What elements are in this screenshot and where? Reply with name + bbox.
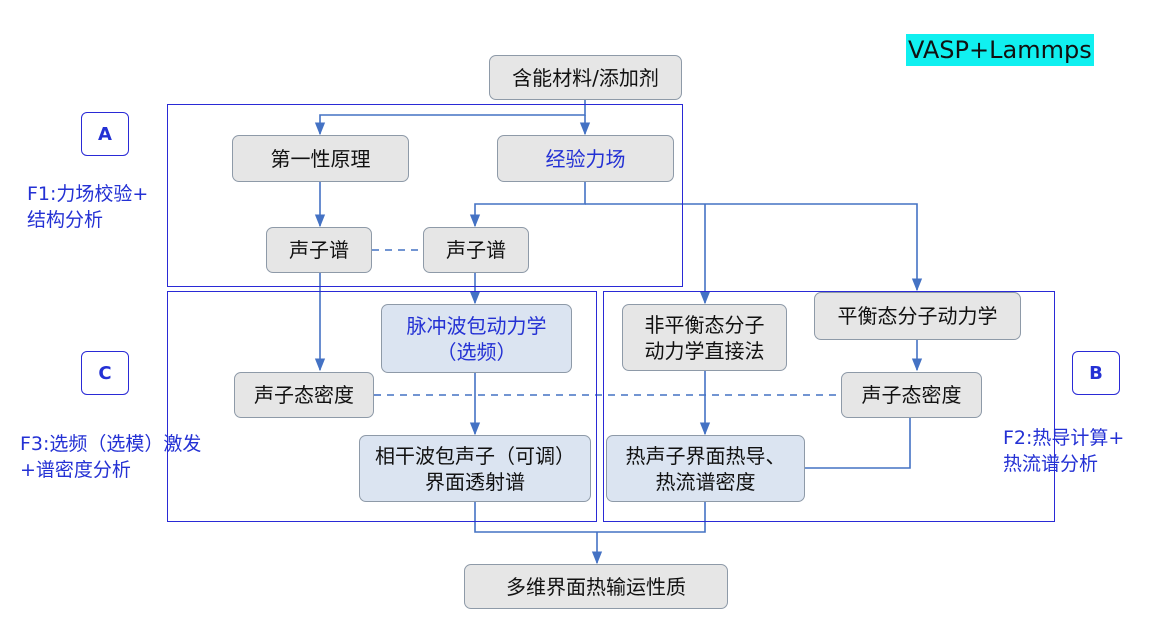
- node-phonon-dos-right: 声子态密度: [841, 372, 982, 418]
- section-c-tag: C: [81, 351, 129, 395]
- arrow-to-first-principles: [314, 100, 586, 136]
- section-b-frame: [603, 291, 1055, 522]
- node-pulse-wavepacket: 脉冲波包动力学 （选频）: [381, 304, 572, 373]
- node-phonon-spectrum-right: 声子谱: [423, 227, 529, 273]
- node-phonon-dos-left: 声子态密度: [234, 372, 374, 418]
- section-a-frame: [167, 104, 683, 287]
- node-output-properties: 多维界面热输运性质: [464, 564, 728, 609]
- node-energetic-materials: 含能材料/添加剂: [489, 55, 682, 100]
- note-f2: F2:热导计算+ 热流谱分析: [1003, 427, 1125, 475]
- arrow-empirical-to-phonon: [469, 182, 586, 228]
- node-nonequilibrium-md: 非平衡态分子 动力学直接法: [622, 304, 787, 371]
- node-equilibrium-md: 平衡态分子动力学: [814, 292, 1021, 340]
- note-f1: F1:力场校验+ 结构分析: [27, 183, 149, 231]
- line-coherent-down: [474, 502, 706, 533]
- section-a-tag: A: [81, 112, 129, 156]
- section-b-tag: B: [1072, 351, 1120, 395]
- node-empirical-force-field: 经验力场: [497, 135, 674, 182]
- node-thermal-phonon: 热声子界面热导、 热流谱密度: [606, 435, 805, 502]
- line-dos-to-thermal: [805, 418, 911, 469]
- note-f3: F3:选频（选模）激发 +谱密度分析: [20, 433, 202, 481]
- node-first-principles: 第一性原理: [232, 135, 409, 182]
- software-badge: VASP+Lammps: [906, 34, 1094, 66]
- arrow-empirical-to-noneq: [585, 203, 923, 292]
- section-c-frame: [167, 291, 597, 522]
- node-phonon-spectrum-left: 声子谱: [266, 227, 372, 273]
- node-coherent-wavepacket: 相干波包声子（可调） 界面透射谱: [359, 435, 591, 502]
